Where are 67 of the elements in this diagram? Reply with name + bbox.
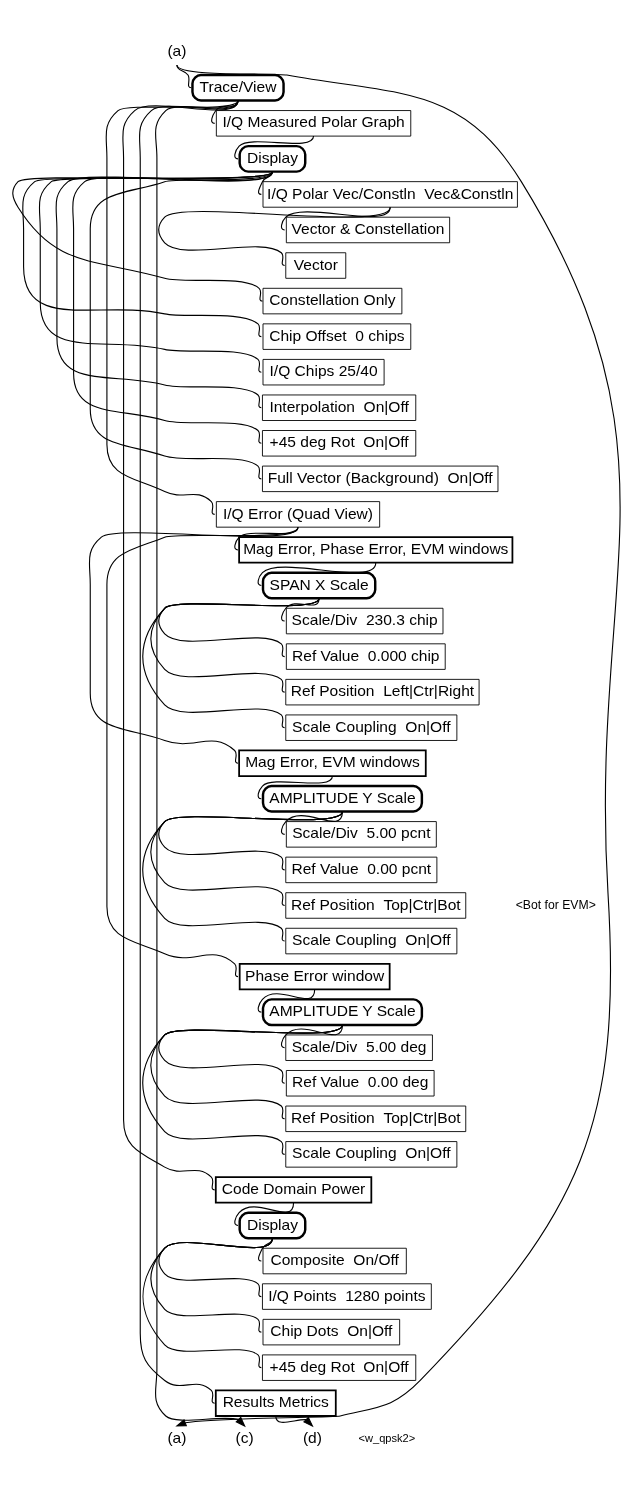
node-box: Results Metrics	[214, 1389, 337, 1417]
node-box: Composite On/Off	[262, 1247, 407, 1274]
node-box: Full Vector (Background) On|Off	[262, 465, 499, 492]
connector	[280, 206, 391, 231]
connector	[106, 526, 299, 977]
connector	[38, 170, 273, 373]
node-box: Ref Value 0.00 deg	[285, 1069, 435, 1096]
node-box: Scale/Div 5.00 deg	[285, 1034, 433, 1061]
node-box: Mag Error, EVM windows	[238, 749, 427, 777]
connector	[281, 597, 320, 622]
connector	[257, 774, 333, 799]
arrow	[154, 99, 246, 1427]
node-box: Constellation Only	[262, 287, 403, 314]
node-box: Display	[238, 1210, 307, 1239]
connector	[72, 170, 273, 444]
node-box: Scale Coupling On|Off	[285, 1140, 458, 1168]
node-box: Ref Value 0.000 chip	[285, 642, 446, 670]
node-box: AMPLITUDE Y Scale	[261, 997, 424, 1026]
node-box: Vector & Constellation	[285, 216, 451, 243]
node-box: +45 deg Rot On|Off	[262, 429, 417, 456]
arrow	[275, 1414, 314, 1427]
connector	[176, 63, 192, 88]
node-text: (a)	[167, 1428, 187, 1446]
node-box: I/Q Points 1280 points	[262, 1282, 432, 1310]
node-text: (a)	[167, 41, 187, 59]
label: <w_qpsk2>	[358, 1431, 416, 1444]
node-box: +45 deg Rot On|Off	[262, 1353, 417, 1381]
connector	[142, 597, 320, 728]
node-box: Trace/View	[191, 73, 285, 102]
node-box: Vector	[285, 251, 347, 279]
node-box: Chip Offset 0 chips	[262, 322, 412, 350]
node-box: AMPLITUDE Y Scale	[261, 784, 424, 813]
node-box: SPAN X Scale	[261, 571, 377, 599]
node-label: <Bot for EVM>	[515, 897, 596, 912]
node-box: I/Q Chips 25/40	[262, 358, 385, 385]
node-box: Display	[238, 144, 307, 173]
connector	[150, 597, 320, 693]
node-text: (d)	[302, 1428, 322, 1446]
node-box: I/Q Error (Quad View)	[215, 500, 381, 528]
node-box: Chip Dots On|Off	[262, 1318, 401, 1345]
connector	[257, 988, 316, 1013]
node-box: Interpolation On|Off	[262, 394, 417, 421]
connector	[234, 135, 315, 159]
node-text: (c)	[235, 1428, 254, 1446]
node-box: Scale Coupling On|Off	[285, 714, 458, 741]
node-box: Scale/Div 230.3 chip	[285, 607, 444, 634]
node-box: Scale/Div 5.00 pcnt	[285, 820, 437, 848]
connector	[158, 597, 320, 657]
node-box: Ref Position Top|Ctr|Bot	[285, 891, 467, 919]
node-box: Ref Position Top|Ctr|Bot	[285, 1105, 467, 1132]
node-box: Mag Error, Phase Error, EVM windows	[238, 535, 514, 564]
node-box: I/Q Measured Polar Graph	[215, 109, 412, 137]
arrow	[175, 63, 621, 1427]
connector	[142, 1023, 343, 1155]
connector	[158, 206, 391, 266]
node-box: Scale Coupling On|Off	[285, 927, 458, 954]
node-box: Ref Value 0.00 pcnt	[285, 856, 438, 883]
connector	[142, 810, 343, 942]
connector	[234, 1201, 295, 1226]
connector	[89, 170, 273, 479]
connector	[105, 99, 239, 515]
node-box: Ref Position Left|Ctr|Right	[285, 678, 480, 705]
node-box: I/Q Polar Vec/Constln Vec&Constln	[262, 180, 518, 208]
connector	[138, 99, 239, 1404]
connector	[142, 1237, 273, 1368]
node-box: Phase Error window	[238, 962, 391, 990]
node-box: Code Domain Power	[214, 1175, 373, 1204]
